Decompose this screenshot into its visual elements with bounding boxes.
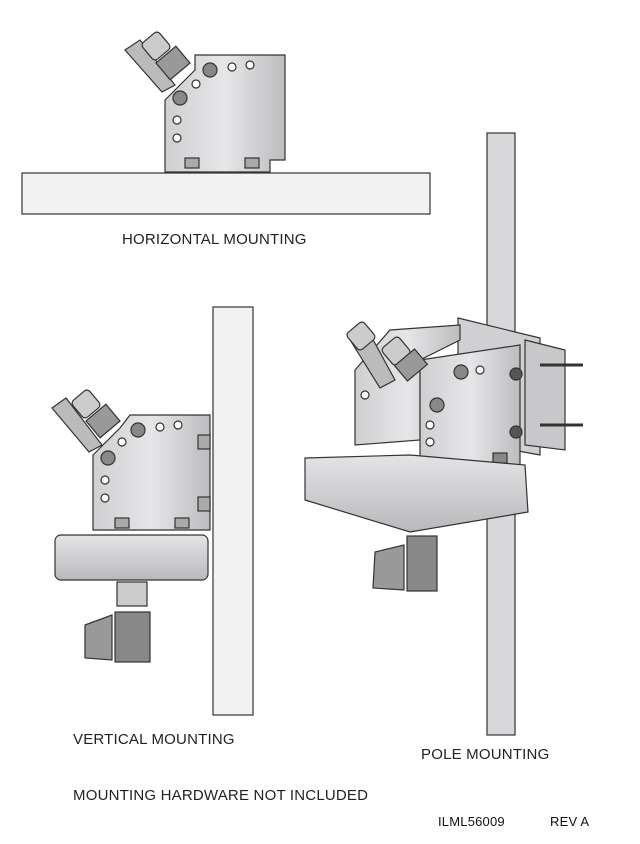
pole-mount-figure: [304, 132, 583, 736]
horizontal-mount-figure: [21, 31, 431, 215]
mounting-surface: [21, 172, 431, 215]
vertical-mount-figure: [51, 306, 254, 716]
horizontal-mounting-label: HORIZONTAL MOUNTING: [122, 231, 307, 248]
vertical-mounting-label: VERTICAL MOUNTING: [73, 731, 235, 748]
drawing-number: ILML56009: [438, 814, 505, 829]
hardware-note: MOUNTING HARDWARE NOT INCLUDED: [73, 787, 369, 804]
revision-label: REV A: [550, 814, 590, 829]
pole-mounting-label: POLE MOUNTING: [421, 746, 550, 763]
wall-surface: [212, 306, 254, 716]
